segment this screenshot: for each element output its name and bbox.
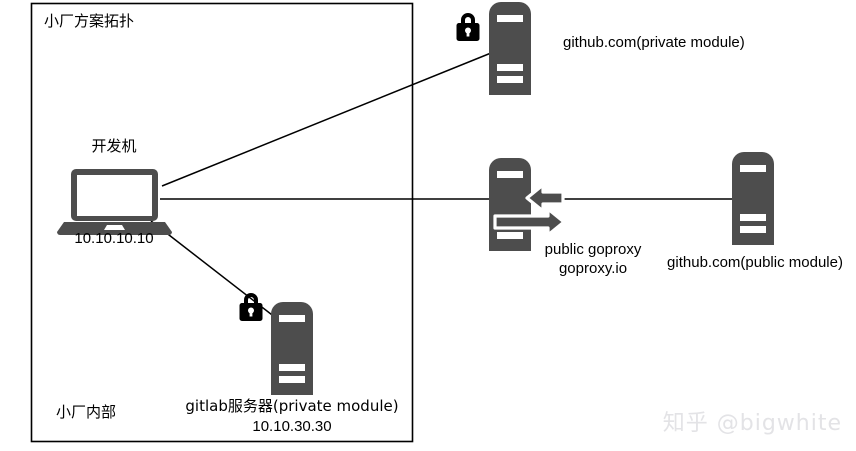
server-icon-github-private[interactable]: [489, 2, 531, 95]
server-icon-github-public[interactable]: [732, 152, 774, 245]
internal-zone-boundary: [30, 2, 414, 443]
lock-icon-gitlab: [239, 293, 263, 321]
laptop-icon-dev-machine[interactable]: [57, 169, 172, 235]
internal-zone-label: 小厂内部: [56, 403, 117, 421]
diagram-title: 小厂方案拓扑: [44, 12, 135, 30]
github-private-label: github.com(private module): [563, 34, 745, 51]
watermark: 知乎 @bigwhite: [662, 411, 842, 436]
lock-icon-github-private: [456, 13, 480, 41]
github-public-label: github.com(public module): [667, 254, 843, 271]
server-icon-gitlab[interactable]: [271, 302, 313, 395]
proxy-server-icon-goproxy[interactable]: [489, 158, 566, 251]
gitlab-server-ip: 10.10.30.30: [252, 418, 332, 435]
exchange-arrows-icon: [493, 183, 566, 237]
dev-machine-label: 开发机: [91, 137, 137, 155]
edge-dev-to-github-private: [161, 52, 492, 187]
gitlab-server-label: gitlab服务器(private module): [185, 397, 399, 415]
goproxy-sublabel: goproxy.io: [558, 260, 628, 277]
dev-machine-ip: 10.10.10.10: [74, 230, 154, 247]
goproxy-label: public goproxy: [544, 241, 642, 258]
